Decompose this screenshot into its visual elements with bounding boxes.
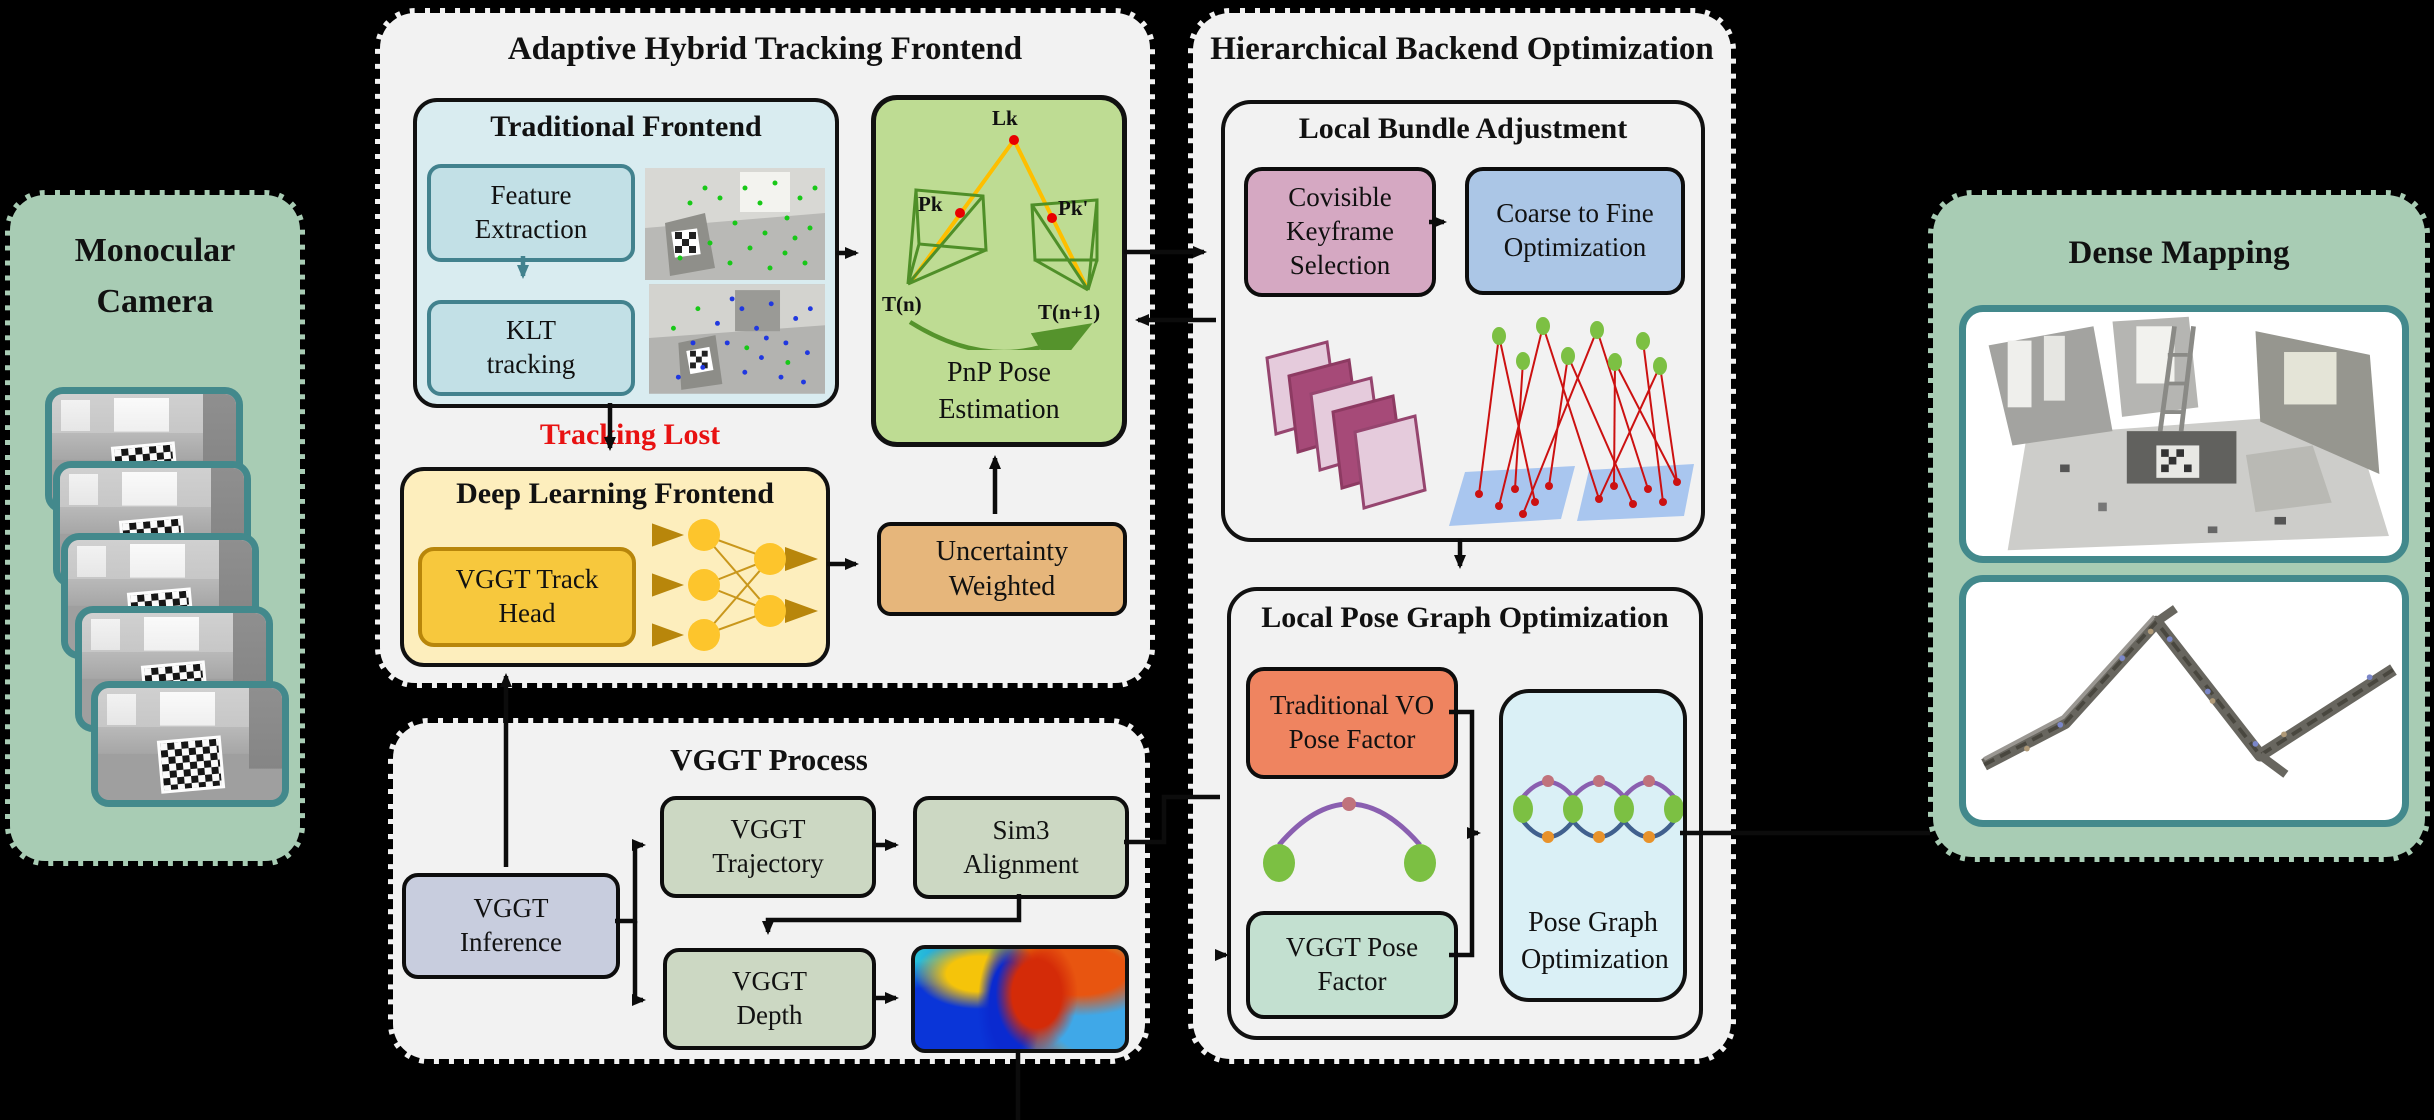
room-photo: [98, 688, 282, 800]
pnp-label-pk: Pk: [918, 192, 943, 216]
local-bundle-adjustment-title: Local Bundle Adjustment: [1298, 112, 1628, 145]
local-pose-graph-box: Local Pose Graph Optimization Traditiona…: [1227, 587, 1703, 1040]
vggt-pose-factor-box: VGGT Pose Factor: [1246, 911, 1458, 1019]
sim3-alignment-label: Sim3 Alignment: [963, 814, 1079, 879]
depth-map-image: [911, 945, 1129, 1053]
vggt-process-panel: VGGT Process VGGT Inference VGGT Traject…: [388, 718, 1150, 1064]
dense-mapping-panel: Dense Mapping: [1928, 190, 2430, 862]
vggt-pose-factor-label: VGGT Pose Factor: [1285, 932, 1419, 996]
dense-map-trajectory-graphic: [1981, 605, 2397, 778]
pnp-label-tn: T(n): [882, 292, 922, 316]
uncertainty-weighted-label: Uncertainty Weighted: [935, 536, 1069, 602]
traditional-vo-factor-label: Traditional VO Pose Factor: [1269, 690, 1435, 754]
sim3-alignment-box: Sim3 Alignment: [913, 796, 1129, 899]
tracking-frontend-panel: Adaptive Hybrid Tracking Frontend Tradit…: [375, 8, 1155, 688]
feature-extraction-box: Feature Extraction: [427, 164, 635, 262]
vggt-depth-label: VGGT Depth: [732, 966, 807, 1030]
traditional-frontend-box: Traditional Frontend Feature Extraction …: [413, 98, 839, 408]
pnp-label-tn1: T(n+1): [1038, 300, 1101, 324]
monocular-camera-panel: Monocular Camera: [5, 190, 305, 866]
coarse-to-fine-label: Coarse to Fine Optimization: [1496, 198, 1654, 262]
dense-mapping-title: Dense Mapping: [2068, 235, 2290, 271]
feature-extraction-label: Feature Extraction: [474, 180, 588, 244]
vggt-depth-box: VGGT Depth: [663, 948, 876, 1050]
feature-image-green: [645, 168, 825, 280]
pose-factor-icon: [1263, 797, 1436, 882]
covisible-keyframe-box: Covisible Keyframe Selection: [1244, 167, 1436, 297]
vggt-track-head-box: VGGT Track Head: [418, 547, 636, 647]
vggt-trajectory-label: VGGT Trajectory: [712, 814, 824, 878]
pnp-label-pk-prime: Pk': [1058, 196, 1089, 220]
pnp-pose-estimation-label: PnP Pose Estimation: [938, 357, 1060, 425]
deep-learning-frontend-box: Deep Learning Frontend VGGT Track Head: [400, 467, 830, 667]
feature-image-blue-graphic: [649, 284, 825, 394]
tracking-lost-label: Tracking Lost: [539, 418, 721, 451]
klt-tracking-label: KLT tracking: [486, 315, 576, 379]
dense-map-trajectory-image: [1959, 575, 2409, 827]
deep-learning-frontend-title: Deep Learning Frontend: [456, 477, 774, 510]
backend-title: Hierarchical Backend Optimization: [1210, 31, 1714, 67]
vggt-track-head-label: VGGT Track Head: [455, 564, 599, 628]
pose-graph-optimization-label: Pose Graph Optimization: [1521, 907, 1669, 975]
local-bundle-adjustment-box: Local Bundle Adjustment Covisible Keyfra…: [1221, 100, 1705, 542]
local-pose-graph-title: Local Pose Graph Optimization: [1261, 601, 1669, 634]
pose-graph-optimization-box: Pose Graph Optimization: [1499, 689, 1687, 1002]
traditional-vo-factor-box: Traditional VO Pose Factor: [1246, 667, 1458, 779]
monocular-camera-title: Monocular Camera: [74, 232, 236, 320]
covisible-keyframe-label: Covisible Keyframe Selection: [1286, 182, 1394, 280]
feature-image-blue: [649, 282, 825, 396]
backend-optimization-panel: Hierarchical Backend Optimization Local …: [1188, 8, 1736, 1064]
pnp-pose-estimation-box: Lk Pk Pk' T(n) T(n+1) PnP Pose Estimatio…: [871, 95, 1127, 447]
traditional-frontend-title: Traditional Frontend: [490, 110, 762, 143]
coarse-to-fine-box: Coarse to Fine Optimization: [1465, 167, 1685, 295]
dense-map-room-graphic: [1988, 316, 2389, 551]
pnp-geometry-graphic: [906, 135, 1099, 350]
bundle-adjustment-graph-icon: [1449, 317, 1694, 526]
frontend-title: Adaptive Hybrid Tracking Frontend: [507, 31, 1023, 67]
camera-frame-image: [91, 681, 289, 807]
pnp-label-lk: Lk: [992, 106, 1018, 130]
neural-network-icon: [652, 519, 818, 651]
uncertainty-weighted-box: Uncertainty Weighted: [877, 522, 1127, 616]
vggt-inference-label: VGGT Inference: [460, 893, 562, 957]
vggt-inference-box: VGGT Inference: [402, 873, 620, 979]
vggt-trajectory-box: VGGT Trajectory: [660, 796, 876, 898]
feature-image-green-graphic: [645, 168, 825, 280]
dense-map-room-image: [1959, 305, 2409, 563]
checkerboard-target: [156, 735, 226, 794]
vggt-process-title: VGGT Process: [670, 742, 868, 777]
pose-graph-chain-icon: [1513, 775, 1683, 843]
klt-tracking-box: KLT tracking: [427, 300, 635, 396]
keyframe-stack-icon: [1265, 340, 1427, 510]
